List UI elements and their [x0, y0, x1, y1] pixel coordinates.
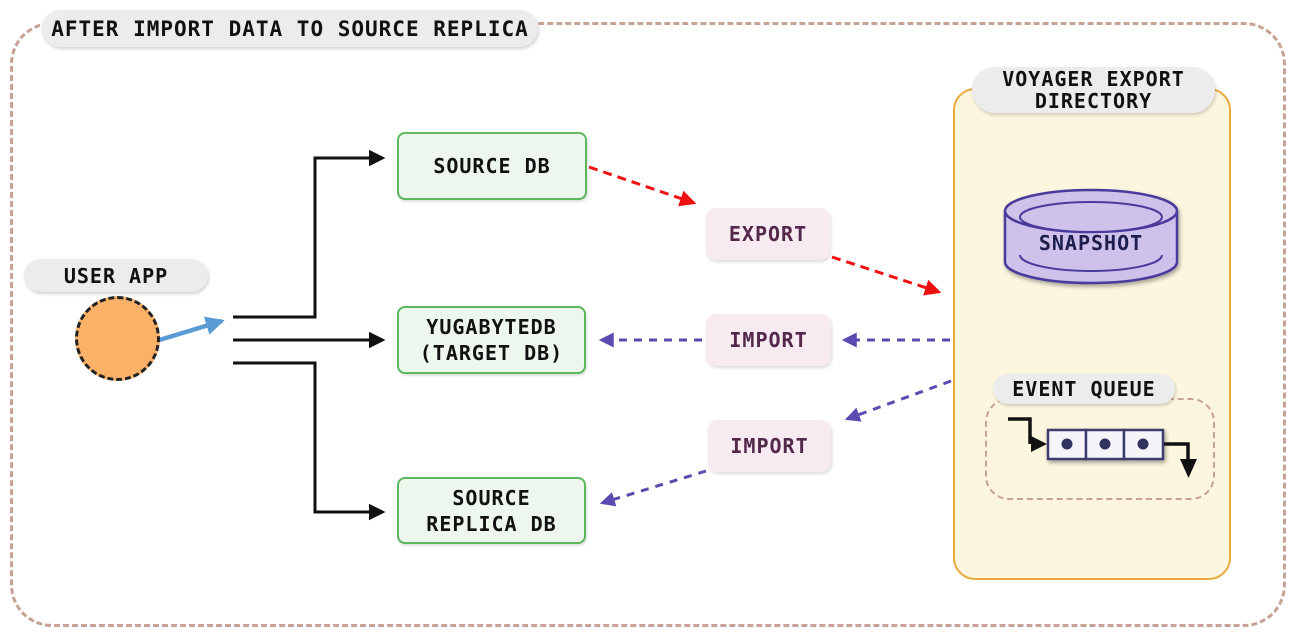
target-db-label-line2: (TARGET DB)	[419, 341, 564, 365]
user-app-label: USER APP	[24, 259, 208, 292]
user-app-node	[75, 296, 160, 381]
target-db-node: YUGABYTEDB (TARGET DB)	[397, 306, 586, 374]
import-to-replica-label-text: IMPORT	[730, 434, 809, 458]
export-flow-label: EXPORT	[706, 208, 830, 260]
import-to-target-label-text: IMPORT	[729, 328, 808, 352]
voyager-export-directory-panel	[953, 88, 1231, 580]
diagram-title: AFTER IMPORT DATA TO SOURCE REPLICA	[42, 10, 538, 47]
voyager-panel-title-line1: VOYAGER EXPORT	[1002, 67, 1185, 91]
export-flow-label-text: EXPORT	[728, 222, 808, 246]
event-queue-label: EVENT QUEUE	[993, 374, 1175, 404]
import-to-replica-flow-label: IMPORT	[708, 420, 831, 472]
event-queue-container	[985, 398, 1215, 500]
diagram-title-text: AFTER IMPORT DATA TO SOURCE REPLICA	[51, 16, 529, 41]
snapshot-label: SNAPSHOT	[1006, 231, 1176, 255]
diagram-frame	[10, 22, 1286, 627]
source-db-node: SOURCE DB	[397, 132, 587, 200]
voyager-panel-title-line2: DIRECTORY	[1034, 89, 1153, 113]
source-replica-db-label-line1: SOURCE	[452, 485, 531, 510]
source-replica-db-label-line2: REPLICA DB	[426, 511, 557, 536]
source-replica-db-node: SOURCE REPLICA DB	[397, 477, 586, 544]
voyager-panel-title: VOYAGER EXPORT DIRECTORY	[972, 67, 1215, 113]
event-queue-label-text: EVENT QUEUE	[1012, 377, 1156, 401]
source-db-label: SOURCE DB	[433, 154, 551, 178]
user-app-label-text: USER APP	[63, 263, 169, 288]
snapshot-label-text: SNAPSHOT	[1038, 231, 1144, 255]
target-db-label-line1: YUGABYTEDB	[426, 315, 557, 339]
import-to-target-flow-label: IMPORT	[706, 314, 831, 366]
